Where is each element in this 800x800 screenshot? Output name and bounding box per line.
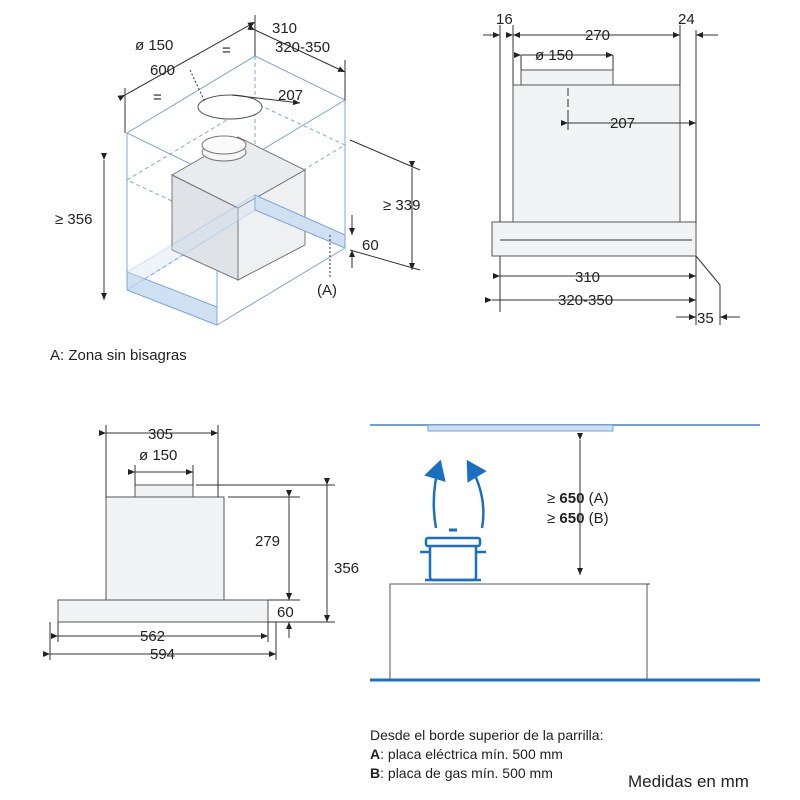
side-dim-16: 16 — [496, 11, 513, 28]
caption-title: Desde el borde superior de la parrilla: — [370, 727, 604, 743]
front-dim-305: 305 — [148, 426, 173, 443]
isometric-view: 310 320-350 ø 150 = 600 = 207 ≥ 356 ≥ 33… — [55, 15, 421, 326]
units-note: Medidas en mm — [628, 772, 749, 791]
pot-icon — [420, 528, 486, 582]
front-dim-594: 594 — [150, 646, 175, 663]
installation-view — [370, 424, 760, 682]
iso-dim-339: ≥ 339 — [383, 197, 420, 214]
iso-label-a: (A) — [317, 282, 337, 299]
front-dim-ø150: ø 150 — [139, 447, 177, 464]
hinge-zone-note: A: Zona sin bisagras — [50, 347, 187, 364]
iso-dim-600: 600 — [150, 62, 175, 79]
front-view — [43, 425, 335, 660]
install-dim-line-a: ≥ 650 (A) — [547, 490, 609, 507]
side-dim-270: 270 — [585, 27, 610, 44]
iso-dim-ø150: ø 150 — [135, 37, 173, 54]
iso-dim-356: ≥ 356 — [55, 211, 92, 228]
front-dim-279: 279 — [255, 533, 280, 550]
side-dim-ø150: ø 150 — [535, 47, 573, 64]
hood-body — [170, 94, 307, 281]
side-dim-24: 24 — [678, 11, 695, 28]
iso-dim-320-350: 320-350 — [275, 39, 330, 56]
iso-dim-207: 207 — [278, 87, 303, 104]
side-view — [483, 25, 740, 325]
iso-dim-equal-2: = — [153, 89, 162, 106]
front-dim-562: 562 — [140, 628, 165, 645]
side-dim-310: 310 — [575, 269, 600, 286]
installation-caption: Desde el borde superior de la parrilla: … — [370, 726, 603, 783]
install-dim-line-b: ≥ 650 (B) — [547, 510, 609, 527]
iso-dim-60: 60 — [362, 237, 379, 254]
iso-dim-equal-1: = — [222, 42, 231, 59]
caption-line-a: A: placa eléctrica mín. 500 mm — [370, 746, 563, 762]
iso-dim-310: 310 — [272, 20, 297, 37]
hinge-free-zone — [126, 194, 346, 326]
iso-dimensions — [101, 15, 421, 300]
front-dim-356: 356 — [334, 560, 359, 577]
caption-line-b: B: placa de gas mín. 500 mm — [370, 765, 553, 781]
front-dim-60: 60 — [277, 604, 294, 621]
steam-arrows-icon — [424, 459, 487, 529]
side-dim-35: 35 — [697, 310, 714, 327]
side-dim-320-350: 320-350 — [558, 292, 613, 309]
side-dim-207: 207 — [610, 115, 635, 132]
